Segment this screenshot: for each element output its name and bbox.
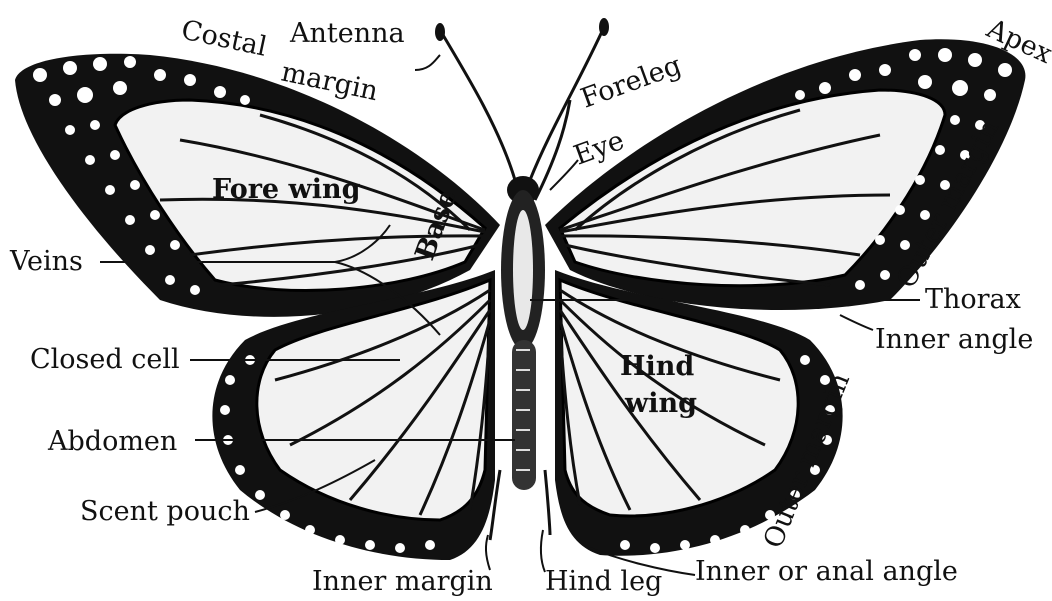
label-fore-wing: Fore wing <box>212 174 361 205</box>
label-costal-margin-line1: Costal <box>179 15 270 63</box>
label-scent-pouch: Scent pouch <box>80 496 250 527</box>
label-abdomen: Abdomen <box>47 426 177 457</box>
label-foreleg: Foreleg <box>577 50 686 115</box>
label-inner-or-anal-angle: Inner or anal angle <box>695 556 958 587</box>
label-hind-leg: Hind leg <box>545 566 662 597</box>
foreleg-shape <box>535 100 570 200</box>
label-inner-angle: Inner angle <box>875 324 1033 355</box>
label-inner-margin: Inner margin <box>312 566 493 597</box>
label-antenna: Antenna <box>289 18 405 49</box>
left-antenna <box>440 30 515 180</box>
label-hind-wing-line1: Hind <box>620 351 694 382</box>
label-thorax: Thorax <box>925 284 1021 315</box>
hind-leg-shape <box>545 470 550 535</box>
label-hind-wing-line2: wing <box>624 388 697 419</box>
abdomen-shape <box>512 340 536 490</box>
label-veins: Veins <box>9 246 83 277</box>
label-closed-cell: Closed cell <box>30 344 180 375</box>
